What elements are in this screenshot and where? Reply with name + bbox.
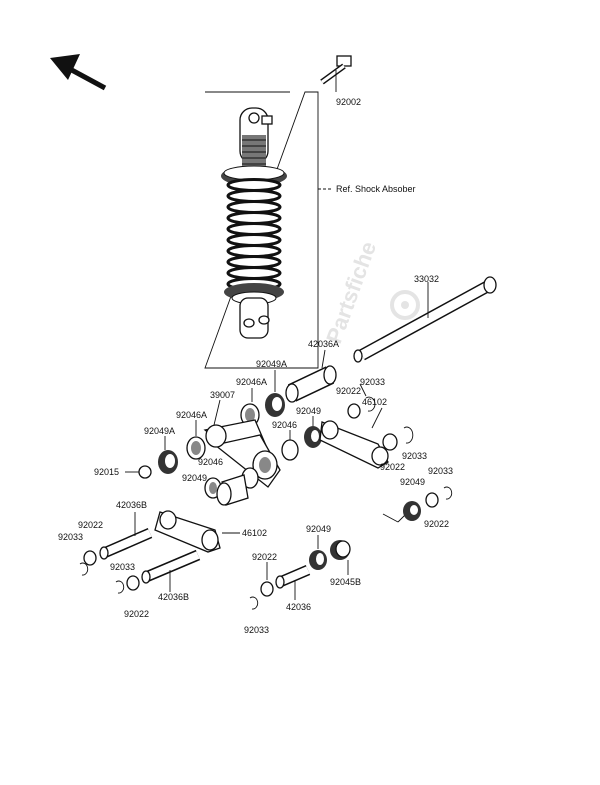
link-left [154,510,221,553]
label-washer-left-low: 92022 [124,609,149,619]
snap-ring-left-top [79,562,89,576]
label-collar-bottom: 42036 [286,602,311,612]
seal-bottom [330,540,351,560]
washer-mid-right [382,433,398,451]
label-collar-right: 42036A [308,339,339,349]
snap-ring-left-low [115,580,125,594]
label-bearing-left-top: 92049A [144,426,175,436]
label-bearing-lower: 92049 [182,473,207,483]
spring-coil [226,233,282,247]
washer-left-low [126,575,140,591]
label-collar-left-low: 42036B [158,592,189,602]
washer-bottom [260,581,274,597]
label-washer-bottom: 92022 [252,552,277,562]
bushing-left-top [186,436,206,460]
spring-coil [226,255,282,269]
label-bushing-left-top: 92046A [176,410,207,420]
label-bushing-mid: 92046 [272,420,297,430]
shock-absorber [221,107,287,339]
bolt-left [138,465,152,479]
spring-coil [226,244,282,258]
collar-left-top [99,527,153,560]
label-washer-right: 92022 [336,386,361,396]
spring-coil [226,211,282,225]
label-reference-note: Ref. Shock Absober [336,184,416,194]
washer-far-right [425,492,439,508]
long-shaft [353,276,497,363]
label-bushing-right: 92046A [236,377,267,387]
bearing-bottom [309,550,327,570]
spring-coil [226,222,282,236]
link-right [319,420,389,469]
bushing-mid [281,439,299,461]
direction-arrow-icon [50,54,107,91]
label-snap-right: 92033 [360,377,385,387]
label-link-right: 46102 [362,397,387,407]
label-seal-bottom: 92045B [330,577,361,587]
label-bolt-left: 92015 [94,467,119,477]
snap-ring-far-right [443,486,453,500]
snap-ring-right [365,396,376,412]
label-collar-left-top: 42036B [116,500,147,510]
label-bolt-top: 92002 [336,97,361,107]
label-snap-bottom: 92033 [244,625,269,635]
collar-left-low [141,549,201,584]
collar-right [285,365,337,403]
label-snap-mid-right: 92033 [402,451,427,461]
label-washer-mid-right: 92022 [380,462,405,472]
bearing-lower [216,474,249,506]
bearing-far-right [403,501,421,521]
snap-ring-bottom [249,596,259,610]
collar-bottom [275,564,311,589]
label-washer-far-right: 92022 [424,519,449,529]
top-bolt [320,55,352,85]
spring-coil [226,266,282,280]
watermark-text: Partsfiche [321,238,381,347]
label-snap-left-top: 92033 [58,532,83,542]
label-bearing-right: 92049A [256,359,287,369]
label-bearing-bottom: 92049 [306,524,331,534]
washer-right [347,403,361,419]
bearing-right [265,393,285,417]
label-shaft-long: 33032 [414,274,439,284]
label-washer-left-top: 92022 [78,520,103,530]
bearing-left-top [158,450,178,474]
snap-ring-mid-right [403,426,414,444]
label-snap-left-low: 92033 [110,562,135,572]
label-link-left: 46102 [242,528,267,538]
label-bearing-mid: 92049 [296,406,321,416]
washer-left-top [83,550,97,566]
spring-coil [226,189,282,203]
spring-coil [226,178,282,192]
spring-coil [226,200,282,214]
label-rocker: 39007 [210,390,235,400]
label-snap-far-right: 92033 [428,466,453,476]
label-bearing-far-right: 92049 [400,477,425,487]
label-bushing-lower: 92046 [198,457,223,467]
watermark-gear-icon [390,290,420,320]
bearing-mid [304,426,322,448]
